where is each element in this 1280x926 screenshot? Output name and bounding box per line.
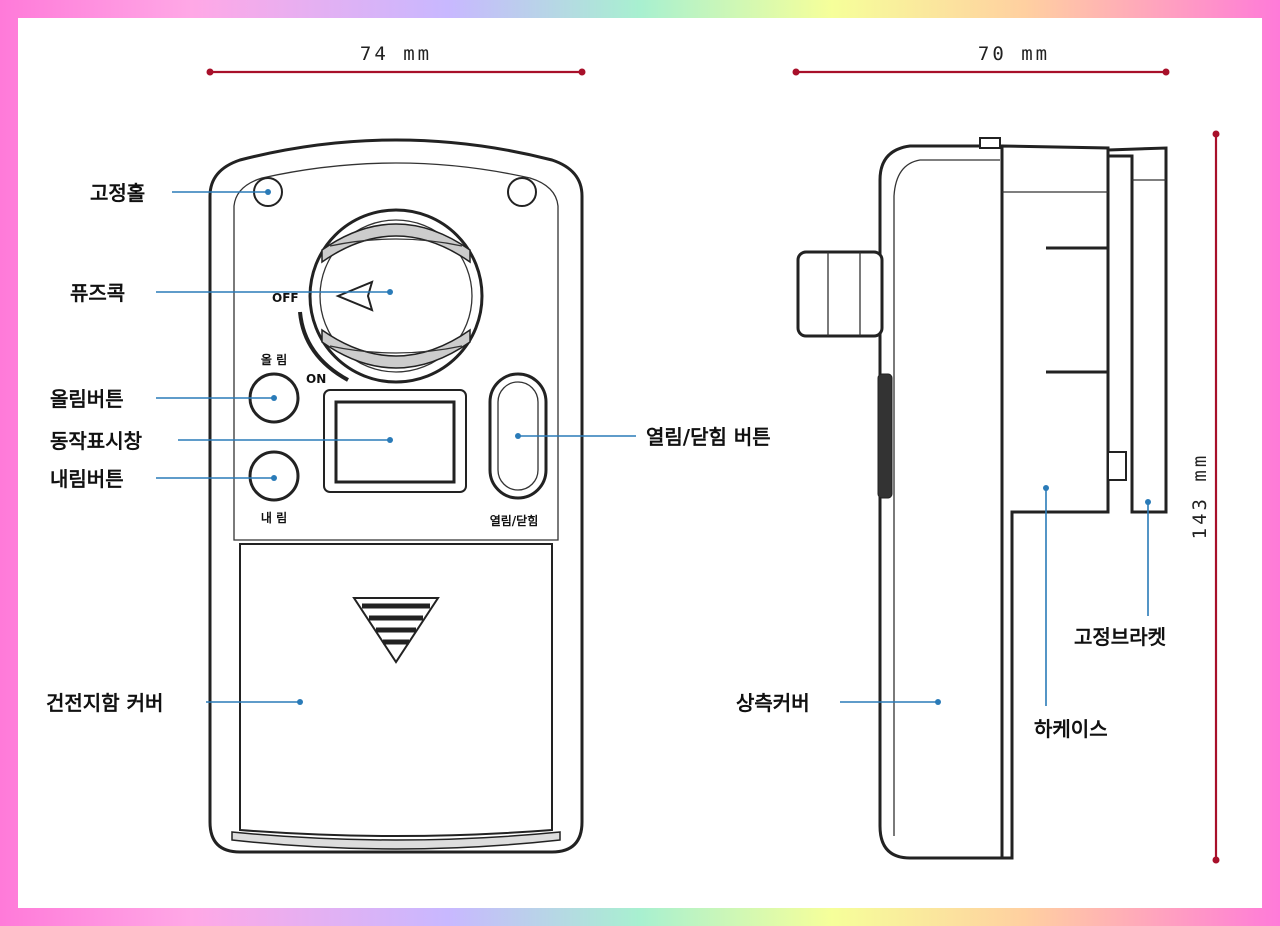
fuse-knob[interactable] xyxy=(298,208,484,384)
open-close-marking: 열림/닫힘 xyxy=(490,513,539,528)
width-front-text: 74 mm xyxy=(360,43,432,65)
label-open-close-button: 열림/닫힘 버튼 xyxy=(646,425,771,449)
lower-case xyxy=(1000,144,1110,860)
down-marking: 내 림 xyxy=(261,510,287,525)
mounting-hole-right xyxy=(507,177,537,207)
label-side-cover: 상측커버 xyxy=(736,691,810,715)
mounting-bracket xyxy=(1106,146,1168,514)
dimension-width-side: 70 mm xyxy=(792,43,1170,76)
label-lower-case: 하케이스 xyxy=(1034,717,1108,741)
label-fuse-knob: 퓨즈콕 xyxy=(70,281,125,305)
leaders-front xyxy=(156,189,636,705)
label-mounting-hole: 고정홀 xyxy=(90,181,145,205)
up-marking: 올 림 xyxy=(261,353,287,367)
on-marking: ON xyxy=(306,372,326,386)
label-battery-cover: 건전지함 커버 xyxy=(46,691,163,715)
label-up-button: 올림버튼 xyxy=(50,387,124,411)
side-button-edge xyxy=(877,373,893,499)
battery-cover[interactable] xyxy=(231,543,561,850)
side-view xyxy=(796,137,1168,860)
front-view: OFF ON 올 림 내 림 열림/닫힘 xyxy=(208,138,584,854)
height-text: 143 mm xyxy=(1189,453,1211,540)
dimension-height: 143 mm xyxy=(1189,130,1220,864)
label-status-window: 동작표시창 xyxy=(50,429,143,453)
width-side-text: 70 mm xyxy=(978,43,1050,65)
label-mounting-bracket: 고정브라켓 xyxy=(1074,625,1166,649)
leaders-side xyxy=(840,485,1151,706)
off-marking: OFF xyxy=(272,291,299,305)
arrow-icon xyxy=(335,280,374,312)
dimension-width-front: 74 mm xyxy=(206,43,586,76)
side-cover xyxy=(878,144,1004,860)
label-down-button: 내림버튼 xyxy=(50,467,124,491)
side-knob xyxy=(796,250,884,338)
